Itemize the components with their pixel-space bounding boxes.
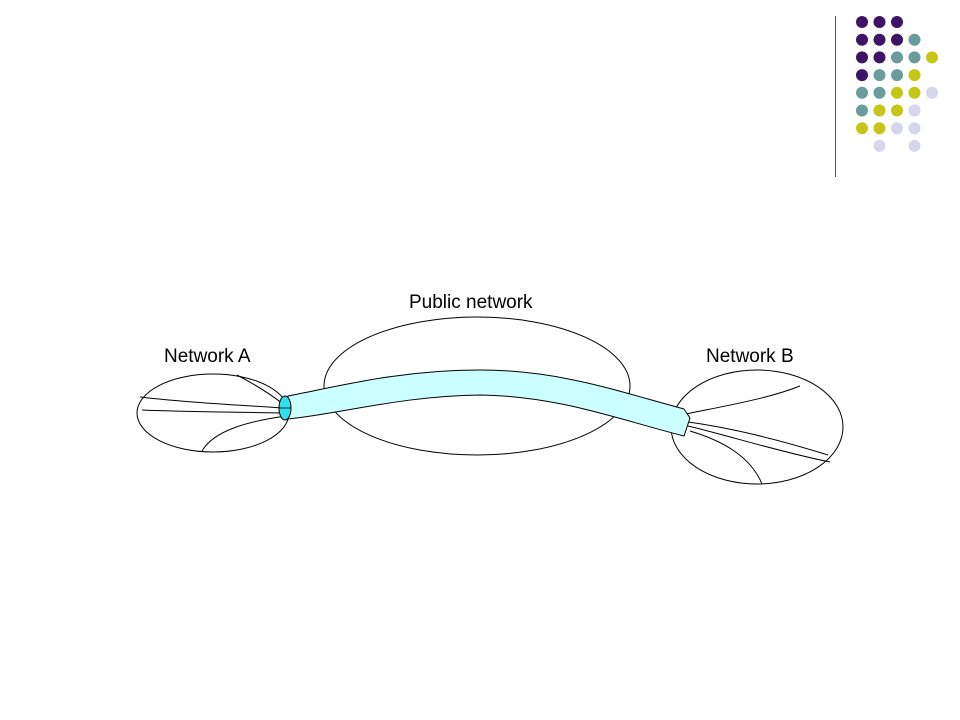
network-b-link (689, 430, 763, 485)
decorative-dot (856, 16, 868, 28)
decorative-dot (908, 51, 921, 64)
network-a-link (236, 374, 284, 405)
decorative-dot (873, 104, 886, 117)
decorative-dot (873, 86, 886, 99)
network-a-link (139, 396, 283, 409)
network-b-ellipse (670, 369, 844, 485)
decorative-dot (926, 51, 938, 64)
network-a-link (201, 415, 287, 452)
network-b-links (685, 385, 831, 485)
decorative-dot (873, 51, 886, 64)
decorative-dot (856, 86, 868, 99)
decorative-dot (873, 33, 886, 46)
network-b-link (685, 385, 801, 415)
decorative-dot (926, 86, 938, 99)
decorative-dot (908, 122, 921, 135)
decorative-dot (856, 122, 868, 135)
decorative-dot (891, 86, 903, 99)
decorative-dot (891, 51, 903, 64)
decorative-dot (891, 104, 903, 117)
decorative-dot (891, 33, 903, 46)
vpn-tunnel (287, 369, 691, 437)
decorative-dot (873, 122, 886, 135)
decorative-dot (873, 16, 886, 28)
decorative-dot (856, 33, 868, 46)
decorative-dot (908, 69, 921, 82)
decorative-dot (873, 139, 886, 152)
decorative-dot (891, 69, 903, 82)
decorative-dot (891, 16, 903, 28)
decorative-dot (873, 69, 886, 82)
decorative-dot (908, 33, 921, 46)
network-a-links (139, 374, 287, 452)
decorative-dot-grid (856, 16, 938, 152)
public-network-label: Public network (409, 292, 533, 313)
network-b-link (687, 421, 829, 456)
network-b-label: Network B (706, 346, 794, 367)
decorative-dot (891, 122, 903, 135)
network-b-link (687, 425, 831, 463)
network-a-label: Network A (164, 346, 251, 367)
network-a-link (141, 409, 285, 414)
decorative-dot (908, 104, 921, 117)
decorative-vertical-line (835, 16, 836, 177)
decorative-dot (856, 51, 868, 64)
decorative-dot (908, 139, 921, 152)
decorative-dot (856, 69, 868, 82)
decorative-dot (856, 104, 868, 117)
decorative-dot (908, 86, 921, 99)
